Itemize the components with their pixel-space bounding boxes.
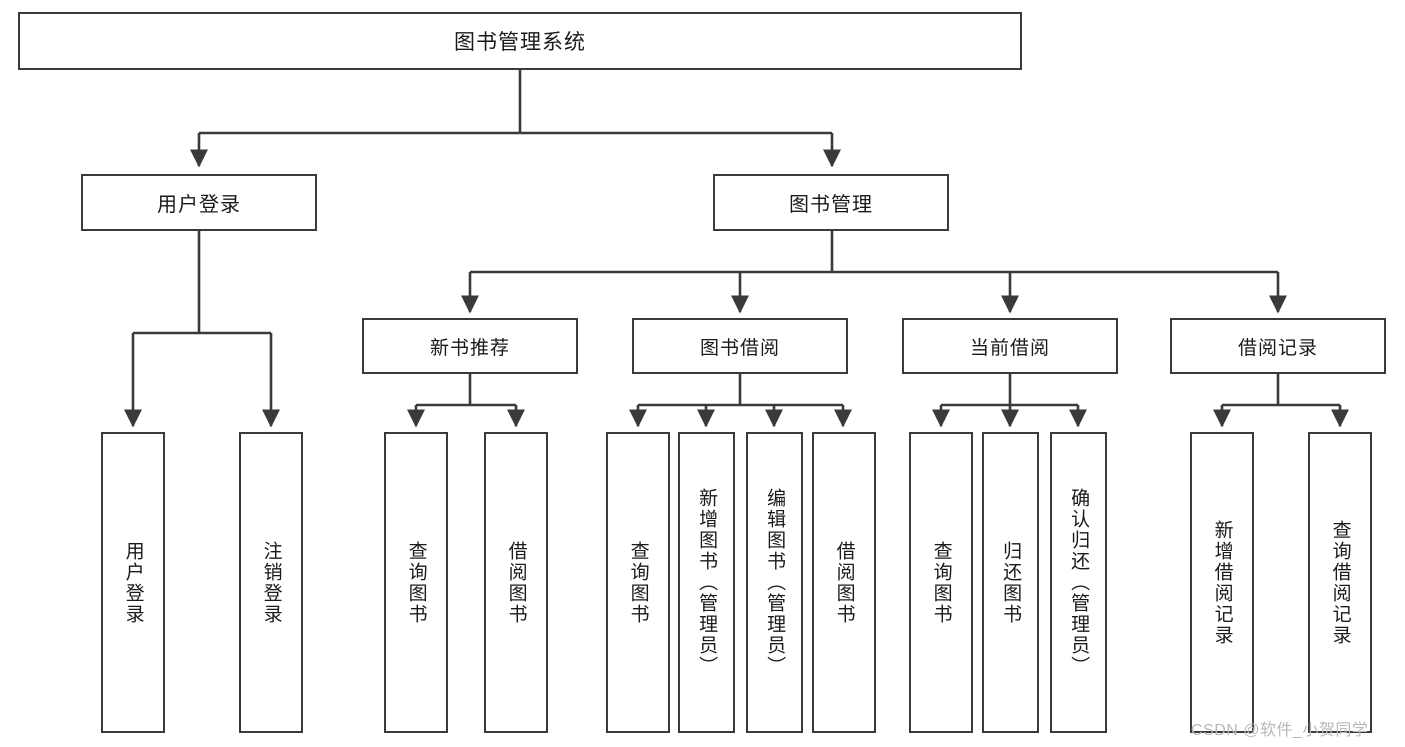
node-borrow-record-label: 借阅记录 <box>1237 337 1318 359</box>
node-leaf-return-book[interactable]: 归还图书 <box>982 432 1039 733</box>
node-leaf-add-book[interactable]: 新增图书（管理员） <box>678 432 735 733</box>
node-leaf-logout[interactable]: 注销登录 <box>239 432 303 733</box>
node-root-label: 图书管理系统 <box>454 31 586 54</box>
node-leaf-user-login-label: 用户登录 <box>122 540 144 625</box>
watermark-text: CSDN @软件_小贺同学 <box>1191 722 1369 739</box>
node-current-borrow-label: 当前借阅 <box>969 337 1050 359</box>
node-new-book-rec-label: 新书推荐 <box>429 337 510 359</box>
node-book-manage-label: 图书管理 <box>789 194 873 216</box>
node-root[interactable]: 图书管理系统 <box>18 12 1022 70</box>
node-book-borrow-label: 图书借阅 <box>699 337 780 359</box>
node-leaf-query-record[interactable]: 查询借阅记录 <box>1308 432 1372 733</box>
node-leaf-return-book-label: 归还图书 <box>1000 540 1022 625</box>
node-leaf-borrow-book-1[interactable]: 借阅图书 <box>484 432 548 733</box>
node-leaf-add-record-label: 新增借阅记录 <box>1211 519 1233 646</box>
node-current-borrow[interactable]: 当前借阅 <box>902 318 1118 374</box>
node-leaf-add-record[interactable]: 新增借阅记录 <box>1190 432 1254 733</box>
node-leaf-borrow-book-2-label: 借阅图书 <box>833 540 855 625</box>
node-leaf-query-book-1-label: 查询图书 <box>405 540 427 625</box>
node-leaf-user-login[interactable]: 用户登录 <box>101 432 165 733</box>
node-leaf-edit-book-label: 编辑图书（管理员） <box>764 488 786 677</box>
node-borrow-record[interactable]: 借阅记录 <box>1170 318 1386 374</box>
node-leaf-query-book-2[interactable]: 查询图书 <box>606 432 670 733</box>
node-leaf-logout-label: 注销登录 <box>260 540 282 625</box>
node-leaf-confirm-return-label: 确认归还（管理员） <box>1068 488 1090 677</box>
node-leaf-borrow-book-1-label: 借阅图书 <box>505 540 527 625</box>
node-leaf-query-book-3-label: 查询图书 <box>930 540 952 625</box>
node-leaf-query-record-label: 查询借阅记录 <box>1329 519 1351 646</box>
node-book-manage[interactable]: 图书管理 <box>713 174 949 231</box>
node-user-login[interactable]: 用户登录 <box>81 174 317 231</box>
node-leaf-query-book-3[interactable]: 查询图书 <box>909 432 973 733</box>
node-leaf-edit-book[interactable]: 编辑图书（管理员） <box>746 432 803 733</box>
node-leaf-confirm-return[interactable]: 确认归还（管理员） <box>1050 432 1107 733</box>
node-user-login-label: 用户登录 <box>157 194 241 216</box>
node-leaf-add-book-label: 新增图书（管理员） <box>696 488 718 677</box>
node-leaf-query-book-1[interactable]: 查询图书 <box>384 432 448 733</box>
node-book-borrow[interactable]: 图书借阅 <box>632 318 848 374</box>
node-new-book-rec[interactable]: 新书推荐 <box>362 318 578 374</box>
node-leaf-query-book-2-label: 查询图书 <box>627 540 649 625</box>
node-leaf-borrow-book-2[interactable]: 借阅图书 <box>812 432 876 733</box>
